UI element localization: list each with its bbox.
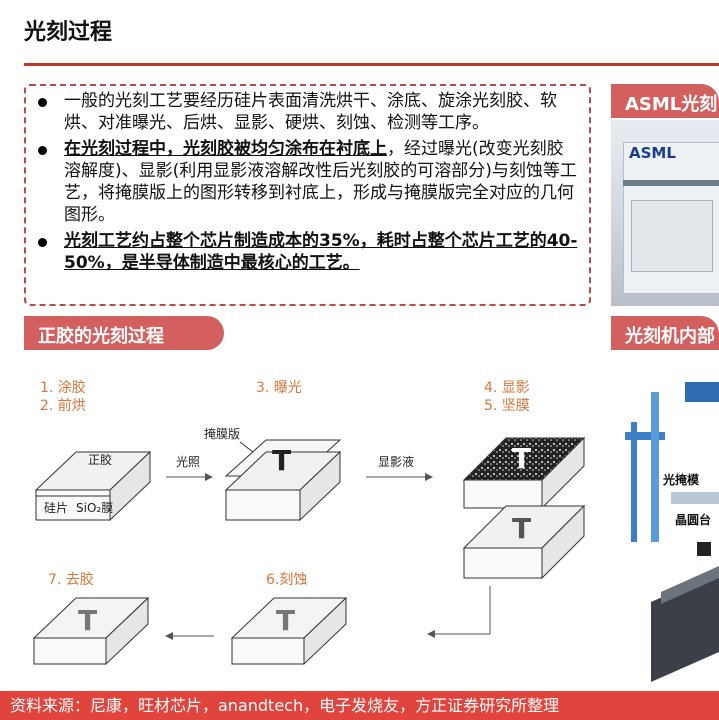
bullet-bold-text: 光刻工艺约占整个芯片制造成本的35%，耗时占整个芯片工艺的40-50%，是半导体… bbox=[64, 231, 578, 273]
stage-sensor bbox=[697, 542, 711, 556]
machine-door bbox=[631, 200, 713, 272]
oxide-label: SiO₂膜 bbox=[76, 501, 113, 515]
positive-resist-process-diagram: 1. 涂胶 2. 前烘 正胶 硅片 SiO₂膜 光照 3. 曝光 掩膜版 T 显… bbox=[32, 379, 586, 666]
wafer-stage-top bbox=[661, 566, 719, 604]
step-label-expose: 3. 曝光 bbox=[256, 380, 302, 396]
step-label-hardbake: 5. 坚膜 bbox=[484, 398, 530, 414]
stage-callout: 晶圆台 bbox=[675, 512, 711, 527]
light-label: 光照 bbox=[176, 455, 200, 469]
wafer-label: 硅片 bbox=[44, 501, 68, 515]
step-label-etch: 6.刻蚀 bbox=[266, 572, 307, 588]
step-label-strip: 7. 去胶 bbox=[48, 571, 94, 588]
wafer-block-7: T bbox=[32, 596, 150, 666]
optics-column-2 bbox=[651, 392, 659, 542]
bullet-text: 一般的光刻工艺要经历硅片表面清洗烘干、涂底、旋涂光刻胶、软烘、对准曝光、后烘、显… bbox=[64, 91, 557, 133]
source-footer: 资料来源：尼康，旺材芯片，anandtech，电子发烧友，方正证券研究所整理 bbox=[0, 691, 719, 720]
wafer-block-3: T bbox=[224, 439, 342, 522]
arrow-to-etch bbox=[427, 586, 491, 638]
step-label-develop: 4. 显影 bbox=[484, 380, 530, 396]
mask-callout: 光掩模 bbox=[662, 472, 700, 487]
bullet-item: 在光刻过程中，光刻胶被均匀涂布在衬底上，经过曝光(改变光刻胶溶解度)、显影(利用… bbox=[36, 138, 579, 226]
summary-box: 一般的光刻工艺要经历硅片表面清洗烘干、涂底、旋涂光刻胶、软烘、对准曝光、后烘、显… bbox=[24, 84, 591, 306]
optics-arm bbox=[625, 432, 665, 440]
bullet-item: 光刻工艺约占整个芯片制造成本的35%，耗时占整个芯片工艺的40-50%，是半导体… bbox=[36, 230, 579, 274]
mask-t-letter: T bbox=[272, 444, 291, 477]
wafer-block-1 bbox=[34, 450, 152, 522]
wafer-block-4: T bbox=[462, 436, 586, 510]
page-title: 光刻过程 bbox=[24, 20, 113, 45]
mask-stage bbox=[671, 492, 719, 504]
mask-label: 掩膜版 bbox=[204, 427, 240, 441]
bullet-dot-icon bbox=[38, 98, 47, 107]
bullet-dot-icon bbox=[38, 146, 47, 155]
final-t-letter: T bbox=[78, 604, 97, 637]
litho-internal-image: 光掩模 晶圆台 bbox=[611, 352, 719, 688]
developed-t-letter: T bbox=[512, 442, 531, 475]
bullet-dot-icon bbox=[38, 238, 47, 247]
wafer-block-5: T bbox=[462, 504, 586, 580]
resist-label: 正胶 bbox=[88, 452, 112, 467]
asml-logo: ASML bbox=[629, 144, 676, 162]
step-label-prebake: 2. 前烘 bbox=[40, 397, 86, 414]
etched-t-letter: T bbox=[276, 604, 295, 637]
wafer-block-6: T bbox=[230, 596, 348, 666]
light-source bbox=[685, 382, 719, 402]
bullet-bold-text: 在光刻过程中，光刻胶被均匀涂布在衬底上 bbox=[64, 139, 387, 159]
hardbaked-t-letter: T bbox=[512, 512, 531, 545]
asml-machine-image: ASML bbox=[611, 120, 719, 306]
litho-internal-banner: 光刻机内部 bbox=[611, 316, 719, 350]
developer-label: 显影液 bbox=[378, 454, 414, 469]
machine-strip bbox=[623, 180, 719, 186]
bullet-item: 一般的光刻工艺要经历硅片表面清洗烘干、涂底、旋涂光刻胶、软烘、对准曝光、后烘、显… bbox=[36, 90, 579, 134]
optics-column bbox=[631, 422, 637, 542]
asml-banner: ASML光刻 bbox=[611, 84, 719, 118]
title-divider bbox=[24, 63, 719, 66]
positive-resist-banner: 正胶的光刻过程 bbox=[24, 316, 224, 350]
step-label-coat: 1. 涂胶 bbox=[40, 379, 86, 396]
bullet-text: ，经过曝光(改变光刻胶溶解度)、显影(利用显影液溶解改性后光刻胶的可溶部分)与刻… bbox=[64, 139, 577, 225]
